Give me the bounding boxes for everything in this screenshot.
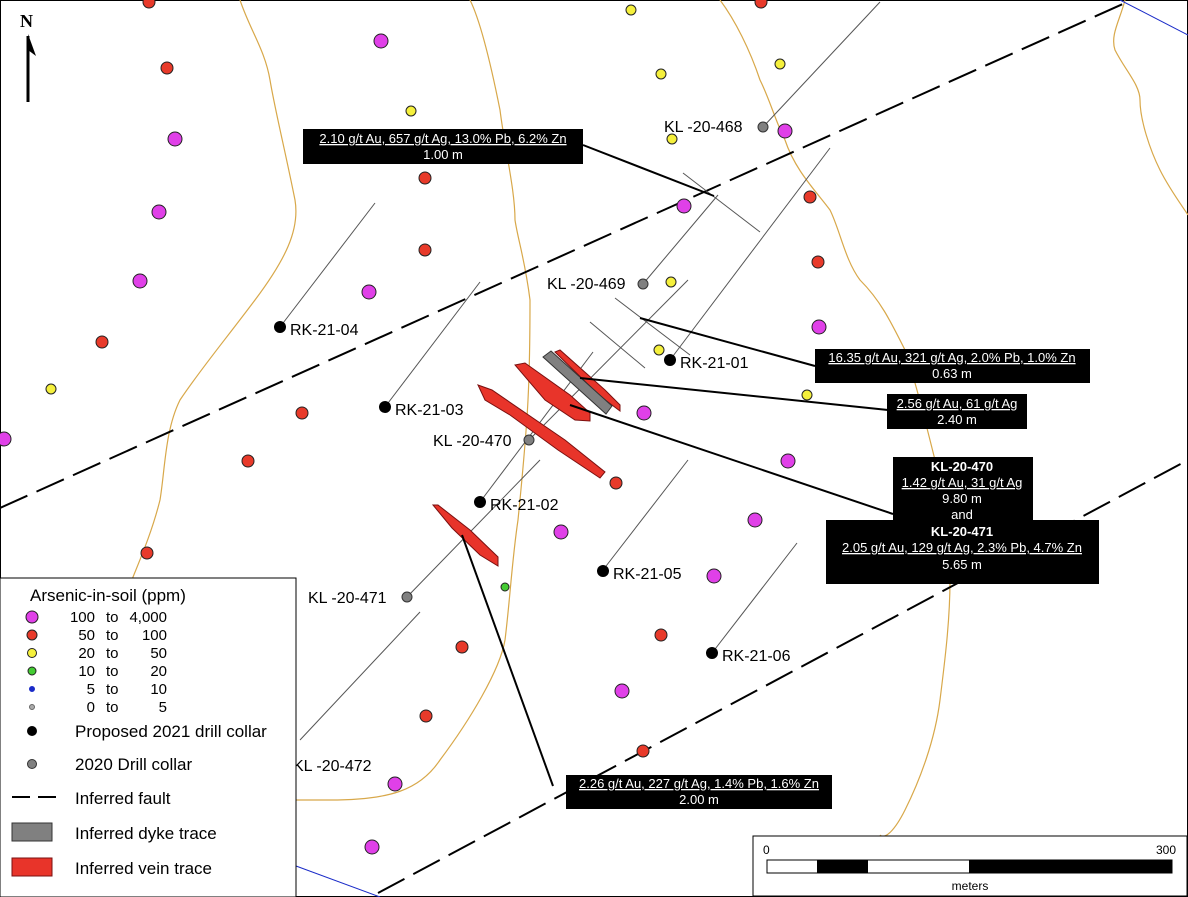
assay-leader-lines — [461, 144, 894, 787]
legend-soil-row-5: 5 to 10 — [29, 681, 167, 698]
legend-soil-row-2: 50 to 100 — [26, 627, 167, 644]
assay-470-grade: 1.42 g/t Au, 31 g/t Ag — [902, 475, 1023, 490]
assay-469b-width: 2.40 m — [937, 412, 977, 427]
soil-samples-50-100 — [95, 0, 825, 758]
scale-max: 300 — [1156, 843, 1176, 857]
assay-and: and — [951, 507, 973, 522]
drill-collar-labels-2020: KL -20-468 KL -20-469 KL -20-470 KL -20-… — [293, 119, 743, 775]
assay-box-kl-20-469[interactable]: 16.35 g/t Au, 321 g/t Ag, 2.0% Pb, 1.0% … — [815, 349, 1090, 383]
collar-kl-20-468[interactable] — [757, 121, 769, 133]
label-rk-21-03: RK-21-03 — [395, 402, 464, 419]
assay-471-grade: 2.05 g/t Au, 129 g/t Ag, 2.3% Pb, 4.7% Z… — [842, 540, 1082, 555]
svg-text:to: to — [106, 627, 119, 644]
assay-box-kl-20-471[interactable]: 2.26 g/t Au, 227 g/t Ag, 1.4% Pb, 1.6% Z… — [566, 775, 832, 809]
legend-soil-row-4: 10 to 20 — [27, 663, 167, 680]
legend-proposed-collar: Proposed 2021 drill collar — [27, 722, 267, 741]
drill-collars-2021 — [274, 321, 718, 659]
assay-469b-grade: 2.56 g/t Au, 61 g/t Ag — [897, 396, 1018, 411]
svg-text:to: to — [106, 681, 119, 698]
label-kl-20-469: KL -20-469 — [547, 276, 626, 293]
assay-468-grade: 2.10 g/t Au, 657 g/t Ag, 13.0% Pb, 6.2% … — [319, 131, 566, 146]
scale-bar: 0 300 meters — [752, 835, 1188, 897]
assay-469-grade: 16.35 g/t Au, 321 g/t Ag, 2.0% Pb, 1.0% … — [828, 350, 1075, 365]
svg-text:Inferred fault: Inferred fault — [75, 789, 171, 808]
soil-samples-100-4000 — [0, 33, 827, 855]
label-rk-21-04: RK-21-04 — [290, 322, 359, 339]
label-rk-21-01: RK-21-01 — [680, 355, 749, 372]
legend-dyke: Inferred dyke trace — [11, 822, 217, 843]
inferred-vein-traces — [431, 349, 621, 567]
legend-fault: Inferred fault — [12, 789, 171, 808]
svg-text:to: to — [106, 645, 119, 662]
label-rk-21-06: RK-21-06 — [722, 648, 791, 665]
legend-2020-collar: 2020 Drill collar — [27, 755, 192, 774]
svg-text:5: 5 — [159, 699, 167, 716]
assay-471-width: 5.65 m — [942, 557, 982, 572]
svg-text:to: to — [106, 609, 119, 626]
svg-text:100: 100 — [70, 609, 95, 626]
soil-samples-20-50 — [45, 4, 813, 401]
svg-text:20: 20 — [78, 645, 95, 662]
assay-471-title: KL-20-471 — [931, 524, 993, 539]
collar-rk-21-05[interactable] — [597, 565, 609, 577]
soil-samples-10-20 — [500, 582, 510, 592]
collar-rk-21-06[interactable] — [706, 647, 718, 659]
svg-text:to: to — [106, 699, 119, 716]
assay-470-title: KL-20-470 — [931, 459, 993, 474]
svg-text:20: 20 — [150, 663, 167, 680]
north-label: N — [20, 11, 33, 31]
legend-vein: Inferred vein trace — [11, 857, 212, 878]
collar-rk-21-01[interactable] — [664, 354, 676, 366]
svg-text:Inferred vein trace: Inferred vein trace — [75, 859, 212, 878]
assay-468-width: 1.00 m — [423, 147, 463, 162]
drill-collar-labels-2021: RK-21-01 RK-21-02 RK-21-03 RK-21-04 RK-2… — [290, 322, 791, 665]
scale-unit: meters — [952, 879, 989, 893]
svg-text:Inferred dyke trace: Inferred dyke trace — [75, 824, 217, 843]
scale-min: 0 — [763, 843, 770, 857]
assay-471b-grade: 2.26 g/t Au, 227 g/t Ag, 1.4% Pb, 1.6% Z… — [579, 776, 819, 791]
svg-text:5: 5 — [87, 681, 95, 698]
assay-470-width: 9.80 m — [942, 491, 982, 506]
collar-rk-21-04[interactable] — [274, 321, 286, 333]
legend: Arsenic-in-soil (ppm) 100 to 4,000 50 to… — [0, 577, 297, 897]
collar-rk-21-02[interactable] — [474, 496, 486, 508]
assay-471b-width: 2.00 m — [679, 792, 719, 807]
label-kl-20-468: KL -20-468 — [664, 119, 743, 136]
legend-title: Arsenic-in-soil (ppm) — [30, 586, 186, 605]
inferred-dyke-trace — [542, 350, 613, 415]
svg-text:4,000: 4,000 — [129, 609, 167, 626]
legend-soil-row-3: 20 to 50 — [27, 645, 167, 662]
svg-text:to: to — [106, 663, 119, 680]
label-kl-20-472: KL -20-472 — [293, 758, 372, 775]
legend-soil-row-1: 100 to 4,000 — [25, 609, 167, 626]
collar-kl-20-471[interactable] — [401, 591, 413, 603]
drill-collars-2020 — [401, 121, 769, 603]
north-arrow-icon: N — [20, 11, 36, 102]
svg-text:0: 0 — [87, 699, 95, 716]
svg-text:50: 50 — [78, 627, 95, 644]
drill-traces — [279, 1, 881, 741]
svg-text:Proposed 2021 drill collar: Proposed 2021 drill collar — [75, 722, 267, 741]
label-rk-21-02: RK-21-02 — [490, 497, 559, 514]
svg-text:2020 Drill collar: 2020 Drill collar — [75, 755, 192, 774]
boundary-lines — [295, 0, 1188, 897]
label-kl-20-471: KL -20-471 — [308, 590, 387, 607]
assay-box-kl-20-468[interactable]: 2.10 g/t Au, 657 g/t Ag, 13.0% Pb, 6.2% … — [303, 129, 583, 164]
svg-text:100: 100 — [142, 627, 167, 644]
collar-rk-21-03[interactable] — [379, 401, 391, 413]
collar-kl-20-469[interactable] — [637, 278, 649, 290]
legend-soil-row-6: 0 to 5 — [29, 699, 167, 716]
collar-kl-20-470[interactable] — [523, 434, 535, 446]
assay-box-kl-20-470-471[interactable]: KL-20-470 1.42 g/t Au, 31 g/t Ag 9.80 m … — [826, 457, 1099, 584]
label-rk-21-05: RK-21-05 — [613, 566, 682, 583]
assay-469-width: 0.63 m — [932, 366, 972, 381]
label-kl-20-470: KL -20-470 — [433, 433, 512, 450]
svg-text:10: 10 — [150, 681, 167, 698]
svg-text:50: 50 — [150, 645, 167, 662]
svg-text:10: 10 — [78, 663, 95, 680]
assay-box-kl-20-469b[interactable]: 2.56 g/t Au, 61 g/t Ag 2.40 m — [887, 394, 1027, 429]
